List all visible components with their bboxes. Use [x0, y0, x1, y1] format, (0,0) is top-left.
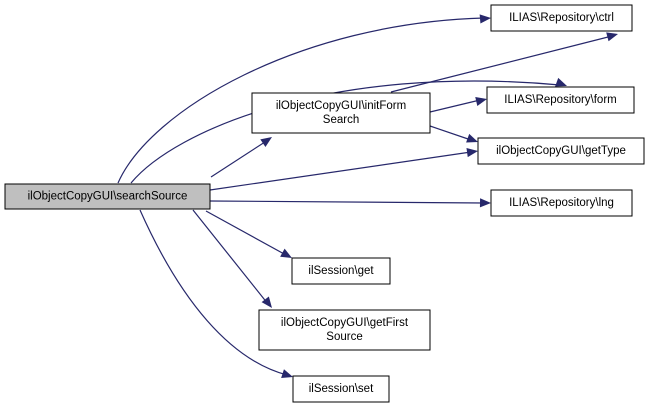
node-label-line: ilObjectCopyGUI\getType: [496, 145, 626, 157]
edge-line: [429, 99, 481, 113]
edge-line: [209, 151, 472, 191]
node-label-line: ilSession\set: [309, 383, 374, 395]
node-box[interactable]: [291, 257, 391, 285]
arrowhead-icon: [479, 14, 491, 24]
node-box[interactable]: [258, 309, 431, 351]
edge-line: [192, 209, 269, 305]
arrowhead-icon: [475, 96, 487, 106]
graph-node-form[interactable]: ILIAS\Repository\form: [486, 86, 635, 114]
edge-line: [205, 210, 287, 256]
graph-node-ilsessionget[interactable]: ilSession\get: [291, 257, 391, 285]
arrowhead-icon: [606, 32, 618, 42]
edge-line: [390, 35, 613, 93]
edge-root-to-gettype: [209, 147, 478, 191]
edge-root-to-ilsessionget: [205, 210, 292, 258]
node-label: ilSession\get: [308, 265, 374, 277]
node-label-line: ilObjectCopyGUI\initForm: [276, 100, 406, 112]
node-box[interactable]: [490, 4, 633, 32]
node-label: ilObjectCopyGUI\getType: [496, 145, 626, 157]
arrowhead-icon: [555, 77, 567, 87]
node-label: ilSession\set: [309, 383, 374, 395]
node-label-line: ILIAS\Repository\form: [504, 94, 616, 106]
edge-root-to-ilsessionset: [139, 209, 293, 378]
graph-node-ctrl[interactable]: ILIAS\Repository\ctrl: [490, 4, 633, 32]
arrowhead-icon: [260, 137, 272, 147]
node-box[interactable]: [292, 375, 390, 403]
node-box[interactable]: [486, 86, 635, 114]
node-label: ILIAS\Repository\ctrl: [509, 12, 614, 24]
graph-node-ilsessionset[interactable]: ilSession\set: [292, 375, 390, 403]
node-label-line: ilSession\get: [308, 265, 374, 277]
edge-line: [429, 125, 472, 141]
graph-node-gettype[interactable]: ilObjectCopyGUI\getType: [477, 137, 645, 165]
edge-layer: [117, 14, 618, 378]
edge-line: [210, 139, 269, 178]
edge-root-to-getfirstsource: [192, 209, 272, 308]
node-label: ILIAS\Repository\lng: [509, 197, 614, 209]
arrowhead-icon: [479, 198, 491, 208]
node-label: ilObjectCopyGUI\searchSource: [28, 191, 188, 203]
arrowhead-icon: [466, 133, 478, 143]
node-label-line: ILIAS\Repository\ctrl: [509, 12, 614, 24]
node-box[interactable]: [477, 137, 645, 165]
edge-initformsearch-to-ctrl: [390, 32, 618, 93]
node-box: [4, 183, 211, 210]
edge-root-to-initformsearch: [210, 137, 272, 178]
arrowhead-icon: [281, 369, 293, 378]
node-label-line: ILIAS\Repository\lng: [509, 197, 614, 209]
node-label: ILIAS\Repository\form: [504, 94, 616, 106]
node-label-line: ilObjectCopyGUI\searchSource: [28, 191, 188, 203]
node-label-line: Source: [326, 331, 362, 343]
arrowhead-icon: [466, 147, 478, 158]
edge-root-to-lng: [209, 198, 491, 208]
edge-line: [117, 17, 485, 184]
node-label-line: ilObjectCopyGUI\getFirst: [281, 317, 409, 329]
arrowhead-icon: [280, 248, 292, 258]
graph-node-root: ilObjectCopyGUI\searchSource: [4, 183, 211, 210]
edge-line: [209, 200, 485, 204]
edge-initformsearch-to-gettype: [429, 125, 478, 143]
edge-line: [139, 209, 288, 376]
node-layer: ilObjectCopyGUI\searchSource ilObjectCopy…: [4, 4, 645, 403]
arrowhead-icon: [261, 296, 272, 308]
graph-node-lng[interactable]: ILIAS\Repository\lng: [490, 189, 633, 217]
node-box[interactable]: [490, 189, 633, 217]
edge-initformsearch-to-form: [429, 96, 487, 113]
edge-root-to-ctrl: [117, 14, 491, 184]
node-label-line: Search: [323, 114, 359, 126]
node-box[interactable]: [251, 92, 431, 134]
